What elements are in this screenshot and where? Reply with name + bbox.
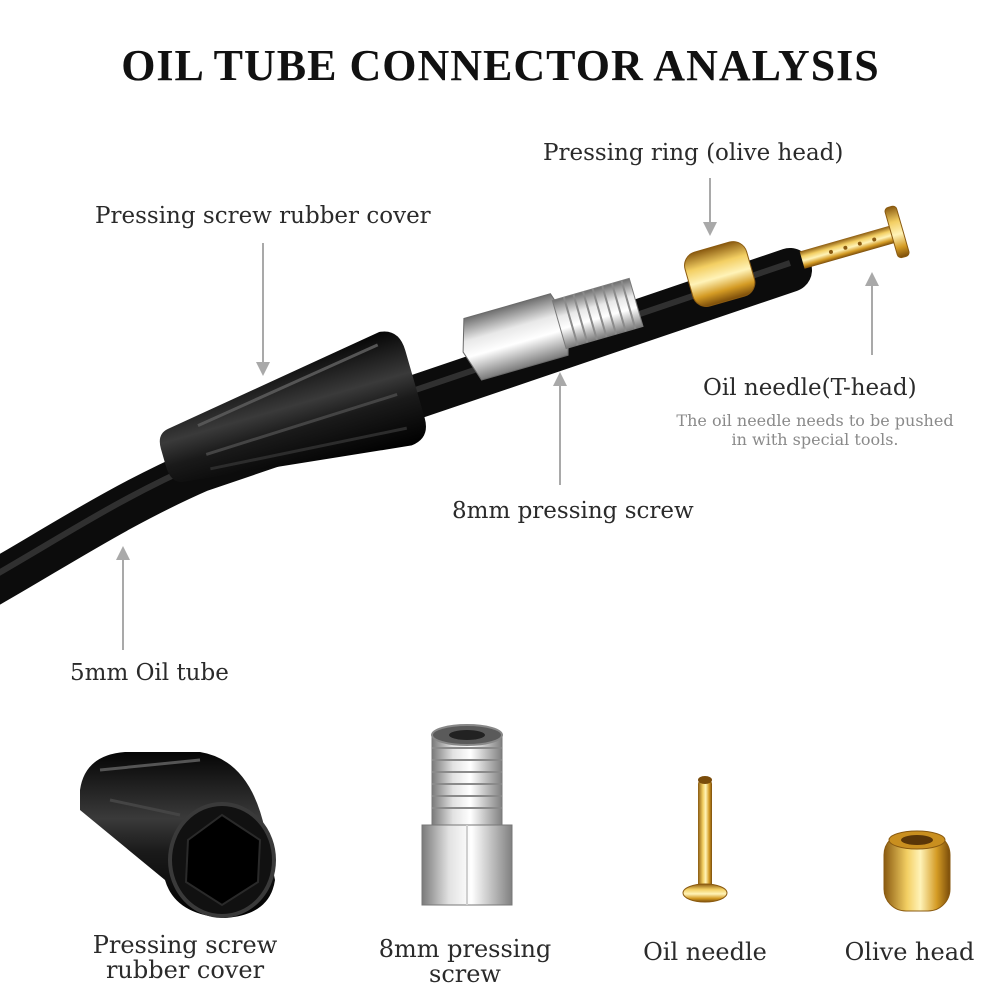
caption-rubber-cover-line-2: rubber cover [105,956,265,984]
callout-pressing-screw: 8mm pressing screw [452,498,694,524]
callout-rubber-cover: Pressing screw rubber cover [95,203,431,229]
page-title: OIL TUBE CONNECTOR ANALYSIS [121,41,880,90]
callout-olive-ring: Pressing ring (olive head) [543,140,844,166]
caption-pressing-screw-line-1: 8mm pressing [378,935,552,963]
callout-oil-tube: 5mm Oil tube [70,660,229,686]
part-olive-head [883,830,951,912]
callout-oil-needle: Oil needle(T-head) [703,375,917,401]
olive-ring-assembled [684,241,756,307]
rubber-cover-assembled [159,331,426,482]
caption-pressing-screw: 8mm pressing screw [360,937,570,987]
oil-needle-assembled [799,205,910,269]
part-oil-needle [682,776,728,903]
part-rubber-cover [80,752,276,918]
part-pressing-screw [421,724,513,906]
pressing-screw-assembled [462,277,644,381]
oil-needle-note-line-1: The oil needle needs to be pushed [676,411,954,430]
caption-olive-head: Olive head [844,938,975,966]
callout-arrows [116,178,879,650]
caption-oil-needle: Oil needle [643,938,767,966]
caption-pressing-screw-line-2: screw [429,960,501,988]
caption-rubber-cover-line-1: Pressing screw [92,931,278,959]
oil-needle-note-line-2: in with special tools. [731,430,899,449]
caption-rubber-cover: Pressing screw rubber cover [70,933,300,983]
